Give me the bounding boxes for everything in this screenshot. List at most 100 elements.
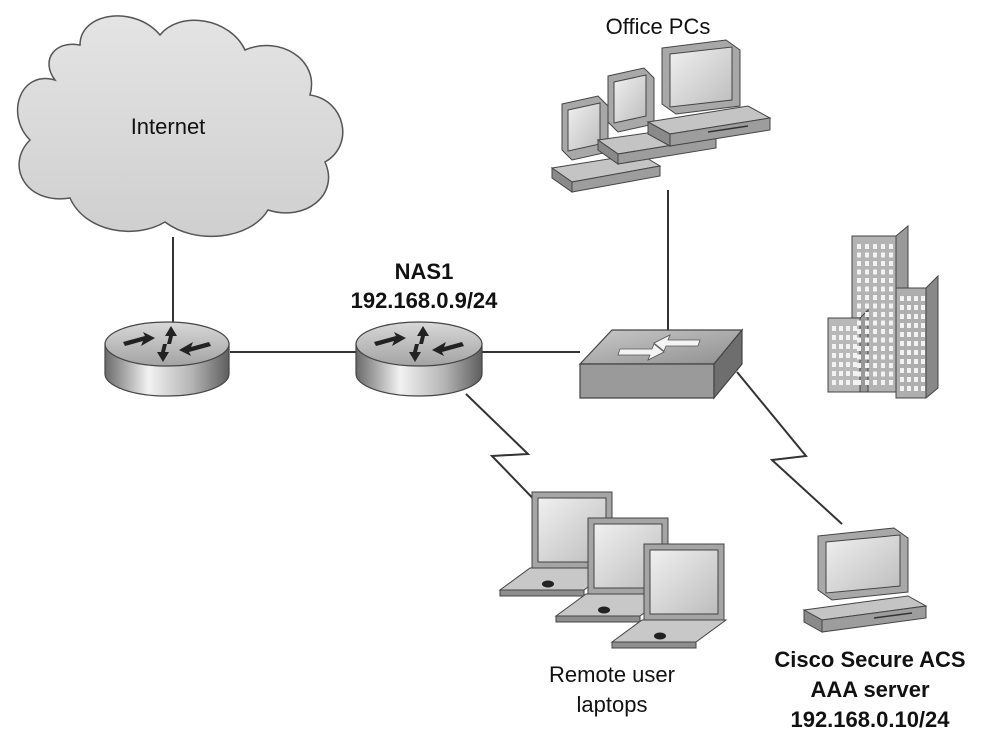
building-window <box>865 329 869 334</box>
laptops-label-line1: Remote user <box>549 662 675 687</box>
building-window <box>857 346 861 351</box>
building-window <box>889 295 893 300</box>
serial-link-nas1-laptops <box>465 393 549 515</box>
building-window <box>881 354 885 360</box>
building-window <box>853 344 857 349</box>
building-window <box>914 377 918 382</box>
building-window <box>881 286 885 292</box>
nas1-ip-label: 192.168.0.9/24 <box>351 288 499 313</box>
building-window <box>839 362 843 367</box>
building-window <box>900 296 904 301</box>
building-window <box>889 303 893 309</box>
building-window <box>873 354 877 360</box>
building-window <box>921 296 925 301</box>
building-window <box>865 244 869 249</box>
building-window <box>900 377 904 382</box>
building-window <box>881 346 885 351</box>
building-window <box>873 286 877 292</box>
building-window <box>839 344 843 349</box>
building-window <box>881 261 885 266</box>
building-window <box>914 341 918 346</box>
building-window <box>900 314 904 319</box>
building-window <box>881 320 885 326</box>
building-window <box>889 380 893 385</box>
router-icon <box>104 321 230 397</box>
building-window <box>857 354 861 360</box>
acs-server-icon <box>802 527 928 633</box>
building-window <box>857 286 861 292</box>
building-window <box>914 314 918 319</box>
building-window <box>889 337 893 343</box>
serial-link-switch-acs <box>736 371 843 525</box>
building-window <box>857 320 861 326</box>
building-window <box>921 323 925 328</box>
building-window <box>857 371 861 377</box>
building-window <box>873 337 877 343</box>
building-window <box>900 368 904 373</box>
building-window <box>889 371 893 377</box>
building-window <box>900 359 904 364</box>
acs-label-line3: 192.168.0.10/24 <box>790 707 950 732</box>
building-window <box>853 371 857 376</box>
building-window <box>839 353 843 358</box>
building-window <box>921 377 925 382</box>
building-window <box>873 244 877 249</box>
building-window <box>857 312 861 317</box>
building-window <box>889 244 893 249</box>
building-window <box>839 371 843 376</box>
building-window <box>832 335 836 340</box>
building-window <box>889 286 893 292</box>
building-window <box>907 386 911 391</box>
building-window <box>857 295 861 300</box>
building-window <box>873 269 877 275</box>
building-window <box>846 380 850 385</box>
building-window <box>865 261 869 266</box>
building-window <box>881 380 885 385</box>
building-window <box>846 344 850 349</box>
building-window <box>873 346 877 351</box>
acs-label-line2: AAA server <box>810 677 929 702</box>
building-window <box>900 332 904 337</box>
nas1-name-label: NAS1 <box>395 259 454 284</box>
building-window <box>853 353 857 358</box>
building-window <box>907 323 911 328</box>
building-window <box>846 371 850 376</box>
building-window <box>865 312 869 317</box>
building-window <box>873 380 877 385</box>
building-window <box>873 363 877 368</box>
building-window <box>853 326 857 331</box>
switch-icon <box>578 328 744 400</box>
building-window <box>832 344 836 349</box>
building-window <box>881 371 885 377</box>
building-window <box>853 362 857 367</box>
building-window <box>914 296 918 301</box>
building-window <box>907 350 911 355</box>
remote-laptops-icon <box>498 491 728 649</box>
building-icon <box>827 224 939 399</box>
building-window <box>846 362 850 367</box>
building-window <box>921 359 925 364</box>
connection-lines <box>172 190 843 525</box>
building-window <box>873 303 877 309</box>
internet-cloud-icon <box>16 15 344 238</box>
building-window <box>865 278 869 283</box>
building-window <box>921 305 925 310</box>
building-window <box>881 244 885 249</box>
building-window <box>865 303 869 309</box>
building-window <box>839 380 843 385</box>
building-window <box>839 335 843 340</box>
office-pcs-label: Office PCs <box>606 14 711 39</box>
building-window <box>921 314 925 319</box>
building-window <box>914 350 918 355</box>
building-window <box>881 278 885 283</box>
laptops-label-line2: laptops <box>577 692 648 717</box>
building-window <box>921 350 925 355</box>
nas1-router-icon <box>355 321 483 397</box>
building-window <box>921 368 925 373</box>
building-window <box>832 380 836 385</box>
building-window <box>914 359 918 364</box>
building-window <box>857 329 861 334</box>
building-window <box>865 337 869 343</box>
building-window <box>846 335 850 340</box>
